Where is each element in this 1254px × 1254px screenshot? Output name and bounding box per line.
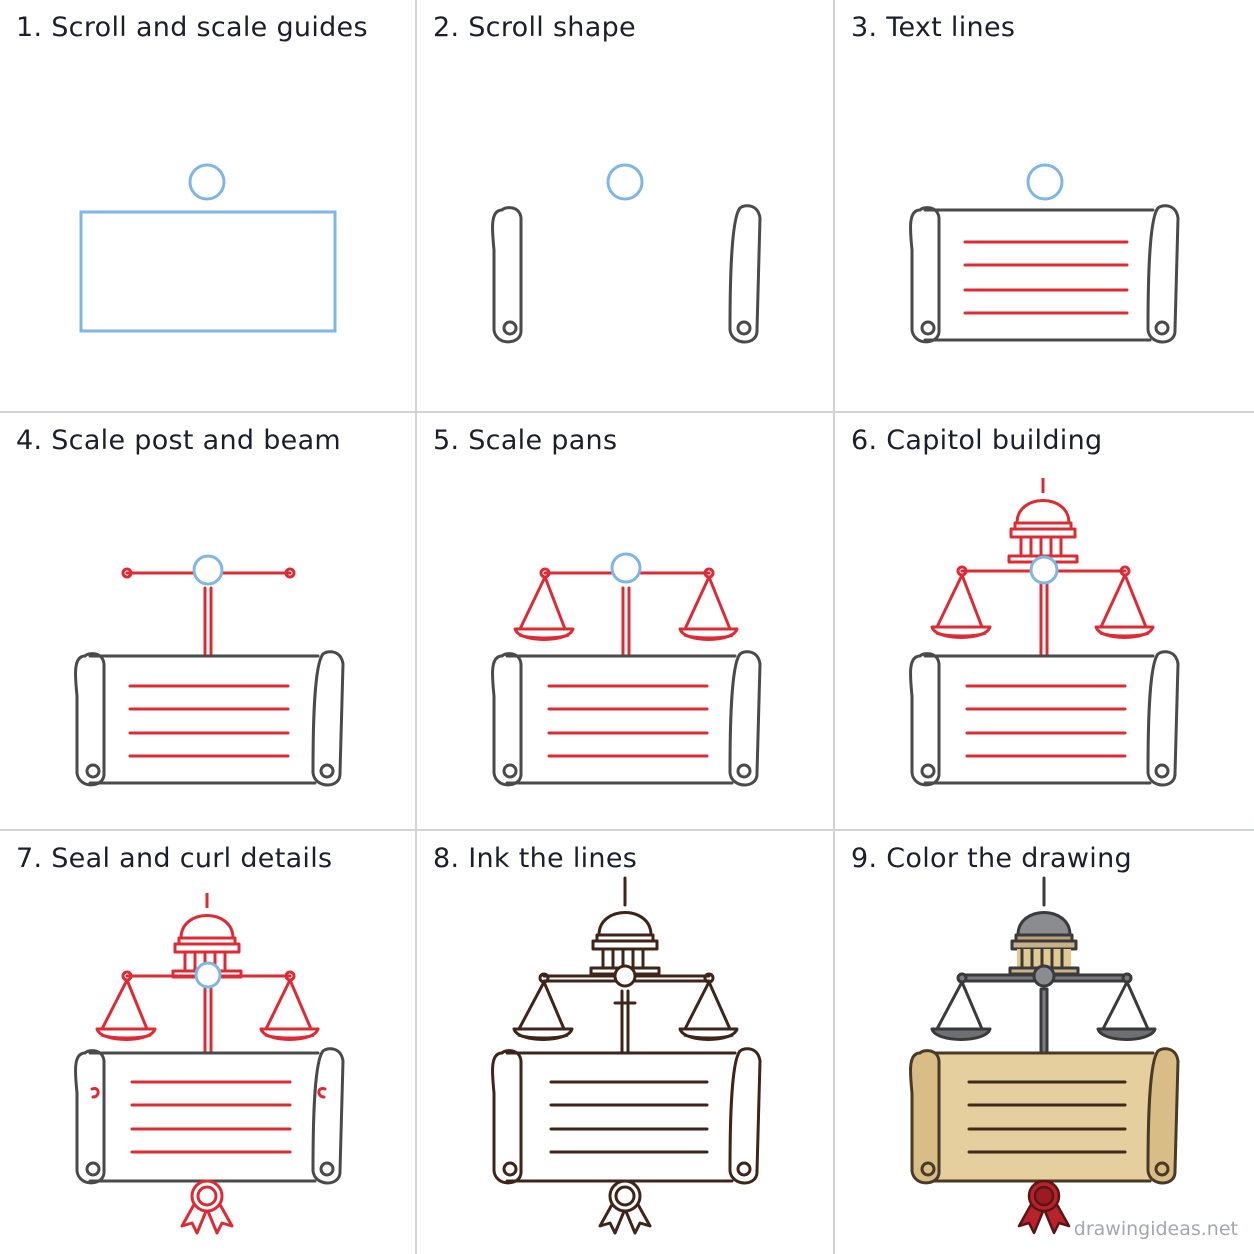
scale-guide-circle: [610, 552, 642, 584]
step-panel-7: 7. Seal and curl details: [0, 831, 417, 1254]
step-title: 6. Capitol building: [851, 425, 1103, 456]
scale-post-beam: [538, 964, 715, 1055]
scroll-outline: [490, 204, 762, 344]
step-title: 2. Scroll shape: [433, 12, 636, 43]
ribbon-seal: [598, 1179, 652, 1235]
capitol-building: [589, 876, 661, 976]
scroll-outline: [73, 1047, 345, 1185]
inked-drawing: [490, 876, 762, 1235]
scale-pans-drawing: [490, 552, 762, 787]
scale-guide-circle: [188, 163, 226, 201]
scale-guide-circle: [606, 163, 644, 201]
step-title: 9. Color the drawing: [851, 843, 1132, 874]
capitol-drawing: [908, 478, 1180, 787]
scale-guide-circle: [1026, 163, 1064, 201]
text-lines: [963, 240, 1129, 315]
scroll-outline: [490, 1047, 762, 1185]
scroll-outline: [490, 650, 762, 787]
curl-details: [90, 1087, 327, 1099]
step-panel-1: 1. Scroll and scale guides: [0, 0, 417, 413]
scale-guide-circle: [192, 554, 224, 586]
colored-drawing: [908, 876, 1180, 1235]
text-lines: [965, 684, 1127, 758]
ribbon-seal: [1017, 1179, 1071, 1235]
scale-pans: [930, 981, 1157, 1041]
scale-guide-circle: [1029, 555, 1059, 585]
guide-drawing: [79, 163, 337, 333]
step-title: 4. Scale post and beam: [16, 425, 342, 456]
text-lines: [547, 684, 709, 758]
step-panel-6: 6. Capitol building: [835, 413, 1254, 831]
scale-post-beam: [956, 964, 1133, 1055]
post-beam-drawing: [73, 554, 345, 787]
scale-pans: [512, 981, 739, 1041]
step-title: 7. Seal and curl details: [16, 843, 333, 874]
step-panel-3: 3. Text lines: [835, 0, 1254, 413]
scale-guide-circle: [194, 961, 222, 989]
scale-pans: [513, 576, 739, 641]
step-title: 5. Scale pans: [433, 425, 618, 456]
step-panel-8: 8. Ink the lines: [417, 831, 835, 1254]
ribbon-seal: [180, 1179, 234, 1235]
capitol-building: [1007, 478, 1079, 564]
scroll-guide-rectangle: [79, 210, 337, 333]
text-lines-drawing: [908, 163, 1180, 344]
scale-pans: [95, 979, 320, 1041]
scroll-outline: [908, 650, 1180, 787]
scroll-outline: [73, 650, 345, 787]
text-lines: [130, 1080, 292, 1154]
watermark: drawingideas.net: [1073, 1218, 1238, 1240]
step-panel-2: 2. Scroll shape: [417, 0, 835, 413]
text-lines: [549, 1080, 709, 1154]
capitol-building: [1008, 876, 1080, 976]
text-lines: [967, 1080, 1127, 1154]
seal-curl-drawing: [73, 893, 345, 1235]
scale-pans: [930, 574, 1155, 639]
scroll-drawing: [490, 163, 762, 344]
step-title: 3. Text lines: [851, 12, 1016, 43]
scroll-outline: [908, 204, 1180, 344]
text-lines: [128, 684, 290, 758]
step-panel-4: 4. Scale post and beam: [0, 413, 417, 831]
step-panel-9: 9. Color the drawing: [835, 831, 1254, 1254]
step-panel-5: 5. Scale pans: [417, 413, 835, 831]
step-title: 8. Ink the lines: [433, 843, 638, 874]
scroll-outline: [908, 1047, 1180, 1185]
step-title: 1. Scroll and scale guides: [16, 12, 368, 43]
